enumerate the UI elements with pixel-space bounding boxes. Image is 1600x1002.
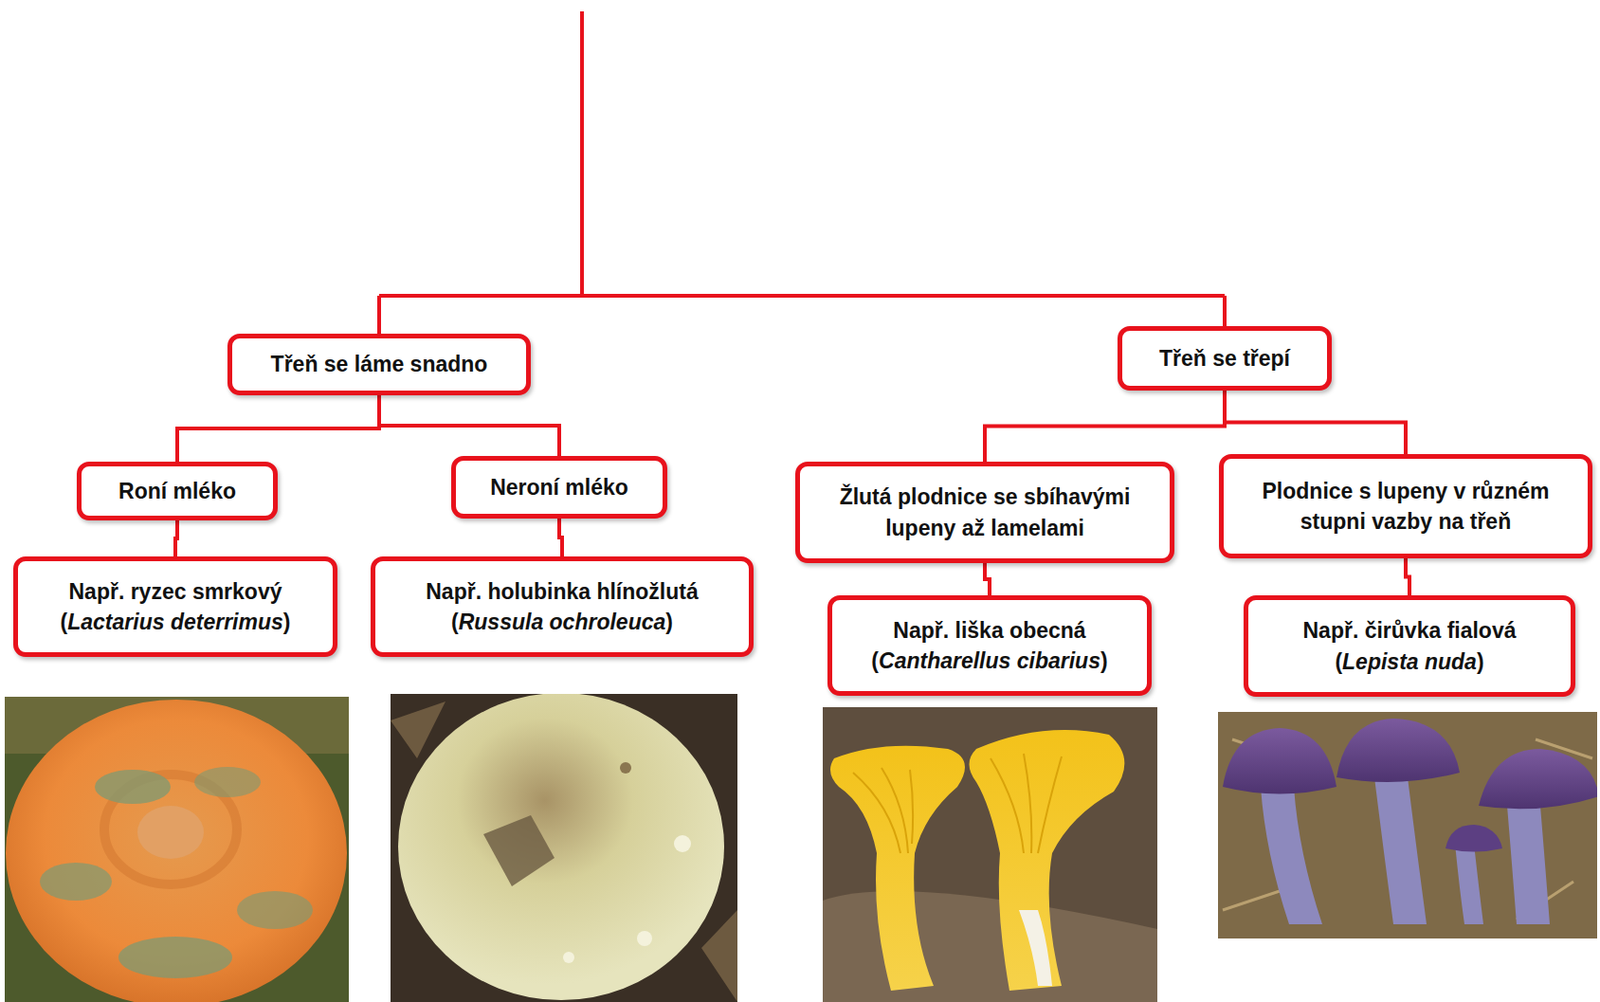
example-box: Např. holubinka hlínožlutá (Russula ochr… [370, 556, 754, 657]
tree-connector [984, 390, 1225, 462]
mushroom-photo [390, 693, 738, 1002]
node-text: Žlutá plodnice se sbíhavými lupeny až la… [813, 481, 1157, 543]
node-text: Plodnice s lupeny v různém stupni vazby … [1236, 475, 1575, 537]
tree-connector [984, 563, 990, 596]
mushroom-photo [4, 696, 349, 1002]
mushroom-photo [822, 707, 1158, 1002]
split-box: Neroní mléko [451, 455, 668, 519]
example-box: Např. čirůvka fialová (Lepista nuda) [1243, 595, 1576, 697]
tree-connector [559, 518, 563, 557]
tree-stem [379, 11, 1225, 334]
mushroom-photo [1218, 711, 1598, 939]
node-text: Roní mléko [118, 475, 237, 507]
tree-connector [175, 520, 178, 557]
example-box: Např. liška obecná (Cantharellus cibariu… [827, 595, 1152, 696]
example-box: Např. ryzec smrkový (Lactarius deterrimu… [13, 556, 338, 657]
tree-connector [379, 395, 560, 456]
tree-connector [1224, 390, 1406, 455]
split-box: Plodnice s lupeny v různém stupni vazby … [1218, 454, 1593, 559]
split-box: Žlutá plodnice se sbíhavými lupeny až la… [795, 461, 1175, 564]
node-text: Neroní mléko [490, 472, 629, 503]
node-text: Např. holubinka hlínožlutá (Russula ochr… [425, 576, 699, 637]
node-text: Třeň se láme snadno [271, 348, 489, 380]
node-text: Třeň se třepí [1159, 343, 1291, 374]
tree-connector [1405, 558, 1410, 596]
split-box: Třeň se láme snadno [227, 333, 531, 396]
node-text: Např. čirůvka fialová (Lepista nuda) [1303, 615, 1517, 676]
tree-connector [177, 395, 380, 462]
split-box: Třeň se třepí [1117, 326, 1332, 391]
node-text: Např. ryzec smrkový (Lactarius deterrimu… [60, 576, 291, 637]
split-box: Roní mléko [76, 461, 278, 521]
node-text: Např. liška obecná (Cantharellus cibariu… [871, 615, 1108, 676]
